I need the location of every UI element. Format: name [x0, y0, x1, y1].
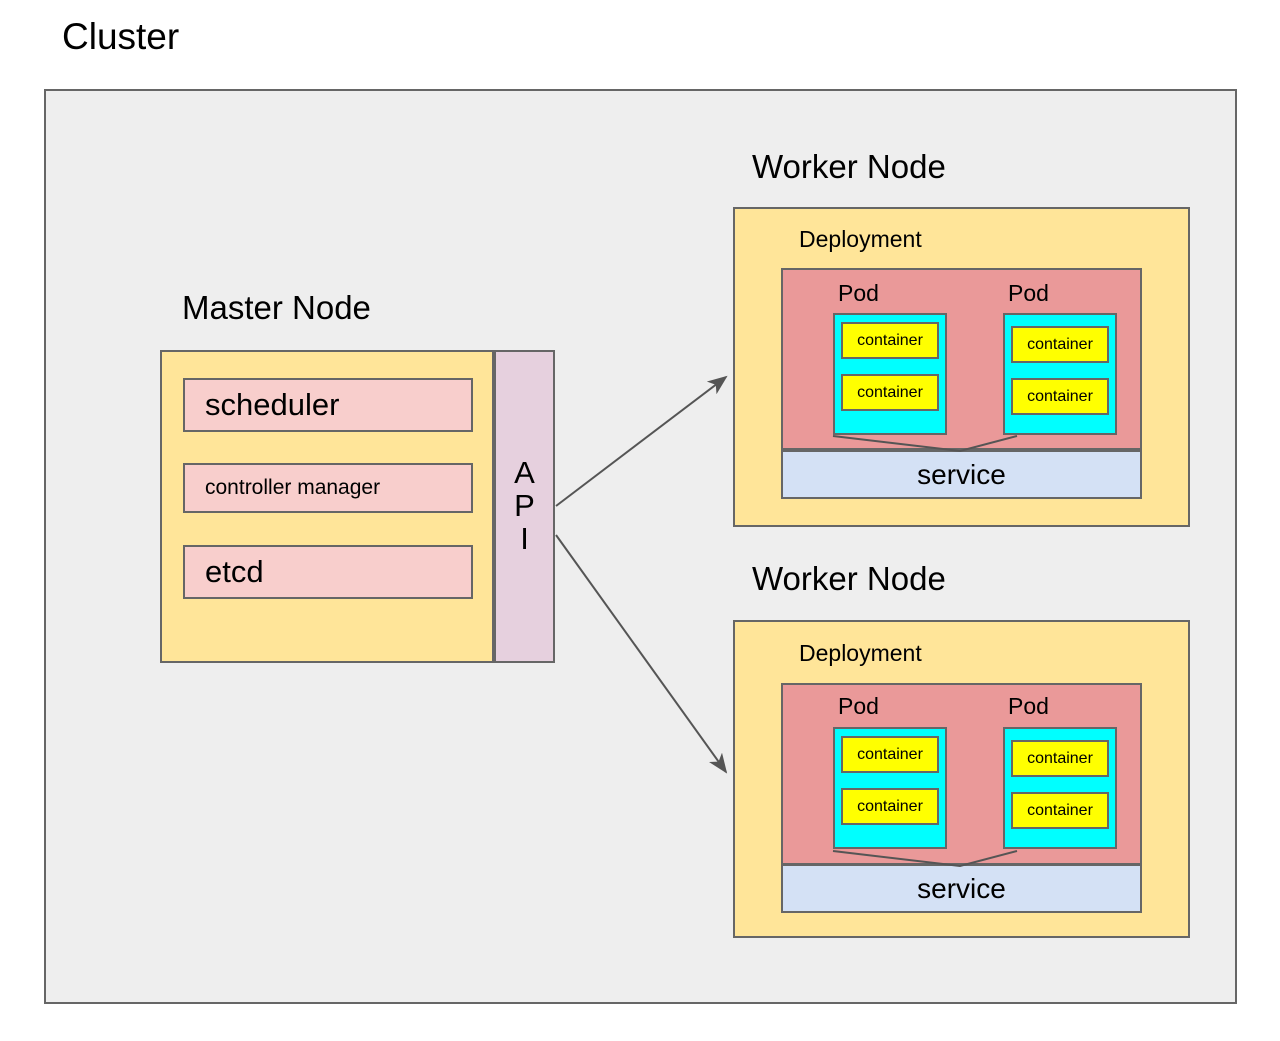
worker-node-2-deployment-title: Deployment — [799, 640, 922, 666]
worker-node-1-pod-2-container-2[interactable]: container — [1011, 378, 1109, 415]
worker-node-1-deployment-title: Deployment — [799, 226, 922, 252]
master-component-etcd[interactable]: etcd — [183, 545, 473, 599]
worker-node-2-title: Worker Node — [752, 560, 946, 597]
master-component-controller-manager[interactable]: controller manager — [183, 463, 473, 513]
worker-node-1-pod-1-container-1[interactable]: container — [841, 322, 939, 359]
worker-node-1-pod-1-title: Pod — [838, 280, 879, 306]
api-server-panel[interactable]: A P I — [494, 350, 555, 663]
api-letter-a: A — [514, 455, 535, 491]
worker-node-2-service-box[interactable]: service — [781, 864, 1142, 913]
master-node-box[interactable]: scheduler controller manager etcd — [160, 350, 494, 663]
worker-node-1-service-box[interactable]: service — [781, 450, 1142, 499]
worker-node-2-pod-2-title: Pod — [1008, 693, 1049, 719]
api-letter-i: I — [520, 520, 529, 556]
worker-node-1-pod-1-container-2[interactable]: container — [841, 374, 939, 411]
worker-node-2-pod-2-container-2[interactable]: container — [1011, 792, 1109, 829]
worker-node-1-pod-2-container-1[interactable]: container — [1011, 326, 1109, 363]
cluster-title: Cluster — [62, 16, 180, 57]
worker-node-1-pod-2-title: Pod — [1008, 280, 1049, 306]
worker-node-1-title: Worker Node — [752, 148, 946, 185]
worker-node-2-pod-1-title: Pod — [838, 693, 879, 719]
master-node-title: Master Node — [182, 289, 371, 326]
worker-node-2-pod-1-container-1[interactable]: container — [841, 736, 939, 773]
master-component-scheduler[interactable]: scheduler — [183, 378, 473, 432]
worker-node-2-pod-2-container-1[interactable]: container — [1011, 740, 1109, 777]
api-letter-p: P — [514, 488, 535, 524]
worker-node-2-pod-1-container-2[interactable]: container — [841, 788, 939, 825]
